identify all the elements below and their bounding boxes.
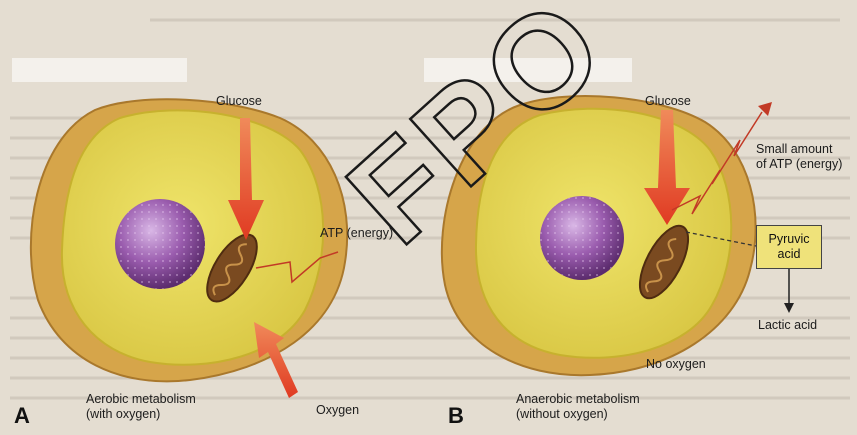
pyruvic-line1: Pyruvic: [769, 232, 810, 247]
caption-b-line2: (without oxygen): [516, 407, 608, 421]
caption-a-line2: (with oxygen): [86, 407, 160, 421]
caption-b-line1: Anaerobic metabolism: [516, 392, 640, 406]
pyruvic-line2: acid: [769, 247, 810, 262]
lactic-acid-label: Lactic acid: [758, 318, 817, 332]
panel-letter-a: A: [14, 403, 30, 429]
atp-label-a: ATP (energy): [320, 226, 393, 240]
small-atp-label-line1: Small amount: [756, 142, 832, 156]
cell-a: [31, 99, 347, 381]
glucose-label-b: Glucose: [645, 94, 691, 108]
nucleus-a-texture: [115, 199, 205, 289]
pyruvic-acid-box: Pyruvic acid: [756, 225, 822, 269]
small-atp-label-line2: of ATP (energy): [756, 157, 842, 171]
oxygen-label-a: Oxygen: [316, 403, 359, 417]
nucleus-b-texture: [540, 196, 624, 280]
glucose-label-a: Glucose: [216, 94, 262, 108]
caption-a-line1: Aerobic metabolism: [86, 392, 196, 406]
lactic-arrowhead: [784, 303, 794, 313]
redaction-bar-left: [12, 58, 187, 82]
no-oxygen-label: No oxygen: [646, 357, 706, 371]
panel-letter-b: B: [448, 403, 464, 429]
